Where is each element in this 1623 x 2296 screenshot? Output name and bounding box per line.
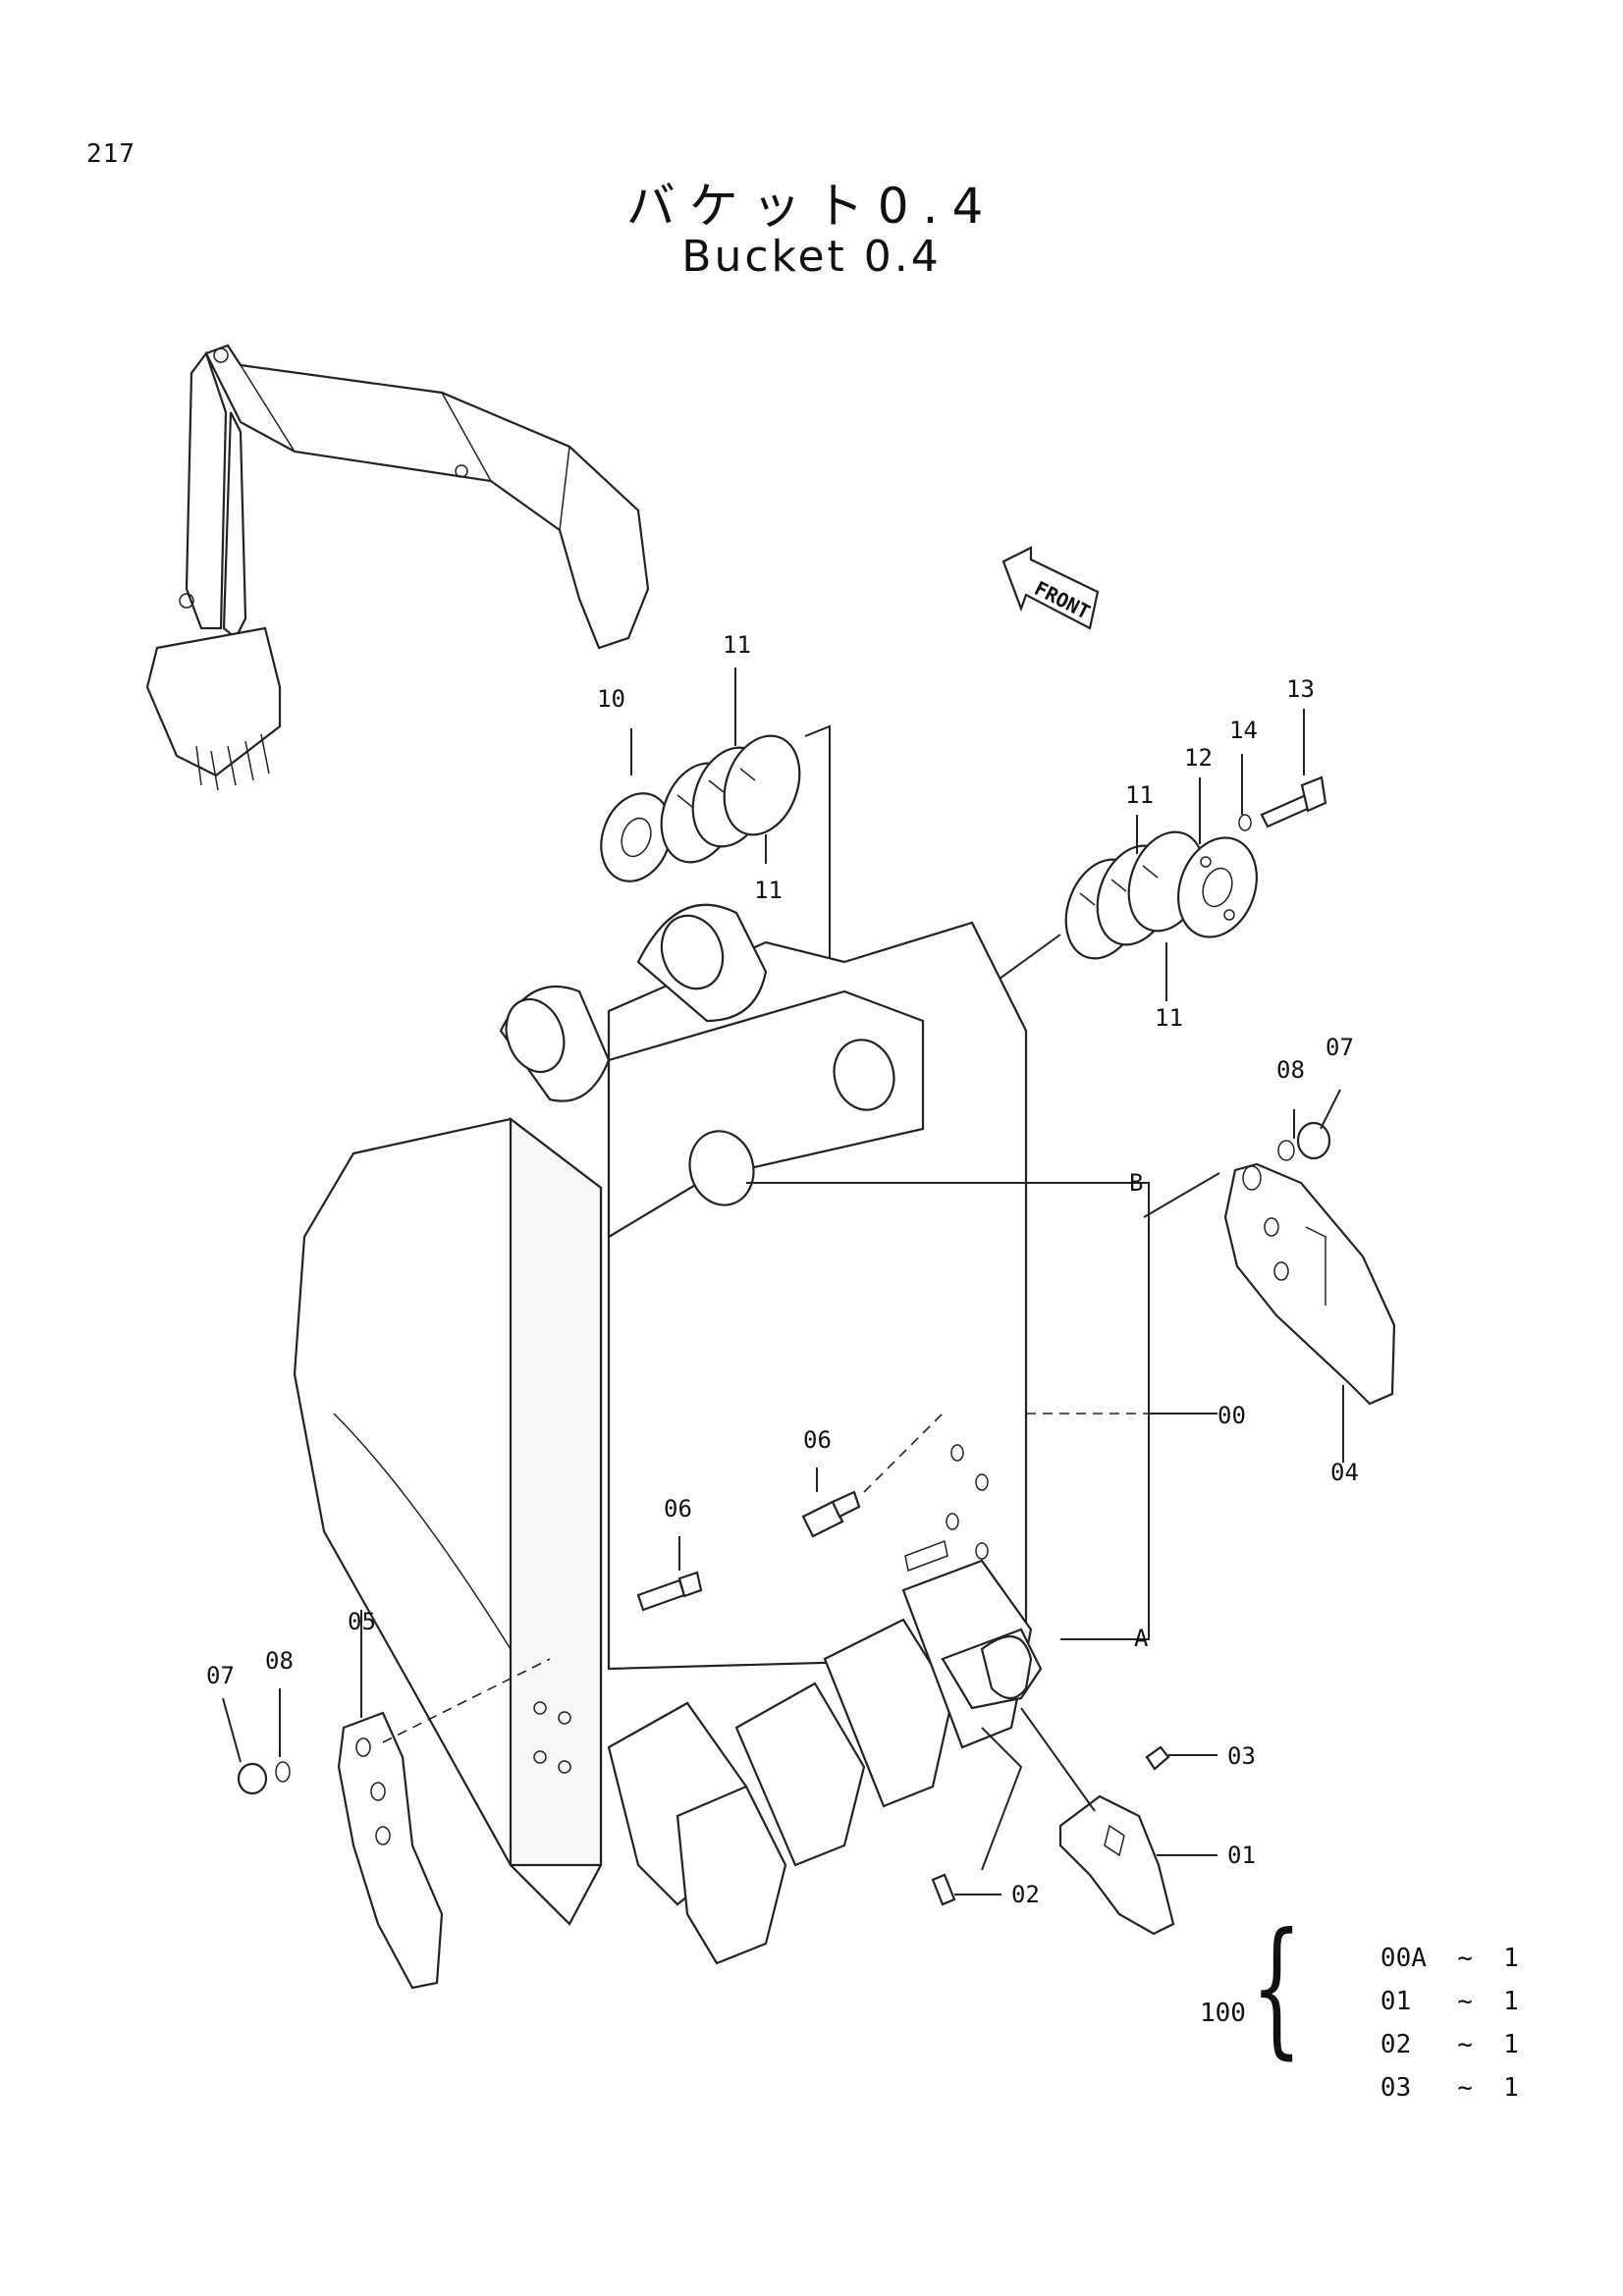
right-pin-assembly	[927, 775, 1327, 1032]
label-11d: 11	[1155, 1004, 1183, 1032]
label-08-right: 08	[1276, 1056, 1305, 1084]
kit-row-qty: 1	[1503, 1987, 1519, 2016]
loose-tooth-and-pins	[931, 1707, 1217, 1936]
label-01: 01	[1227, 1842, 1256, 1869]
kit-row-part: 03	[1380, 2073, 1412, 2103]
bolts-06	[636, 1413, 944, 1612]
kit-brace: {	[1251, 1902, 1303, 2073]
label-12: 12	[1184, 744, 1213, 772]
kit-row-part: 02	[1380, 2030, 1412, 2059]
page-number: 217	[86, 139, 135, 169]
label-02: 02	[1011, 1881, 1040, 1908]
kit-row-qty: 1	[1503, 2073, 1519, 2103]
kit-row-qty: 1	[1503, 2030, 1519, 2059]
label-ref-a: A	[1134, 1625, 1149, 1652]
kit-row-part: 00A	[1380, 1944, 1427, 1973]
label-14: 14	[1229, 717, 1258, 744]
label-06-lower: 06	[664, 1495, 692, 1522]
label-11b: 11	[754, 877, 783, 904]
label-06-upper: 06	[803, 1426, 832, 1454]
kit-row: 03 ~ 1	[1380, 2073, 1519, 2103]
kit-row: 02 ~ 1	[1380, 2030, 1519, 2059]
leader-lines	[222, 667, 1341, 1763]
kit-row: 01 ~ 1	[1380, 1987, 1519, 2016]
label-13: 13	[1286, 675, 1315, 703]
kit-row-part: 01	[1380, 1987, 1412, 2016]
label-10: 10	[597, 685, 625, 713]
bucket-teeth	[607, 1559, 1043, 1965]
title-english: Bucket 0.4	[681, 232, 942, 282]
kit-row-qty: 1	[1503, 1944, 1519, 1973]
side-cutter-right	[1143, 1121, 1396, 1463]
title-japanese: バケット0.4	[625, 178, 998, 235]
label-07-left: 07	[206, 1662, 235, 1689]
label-03: 03	[1227, 1742, 1256, 1770]
label-08-left: 08	[265, 1647, 294, 1675]
front-direction-arrow: FRONT	[1001, 546, 1100, 630]
left-pin-assembly	[600, 724, 839, 1091]
label-11c: 11	[1125, 781, 1154, 809]
side-cutter-left	[237, 1610, 551, 1990]
label-05: 05	[348, 1608, 376, 1635]
label-00: 00	[1217, 1402, 1246, 1429]
kit-number: 100	[1200, 1999, 1246, 2028]
label-07-right: 07	[1325, 1034, 1354, 1061]
label-04: 04	[1330, 1459, 1359, 1486]
label-11a: 11	[723, 631, 751, 659]
label-ref-b: B	[1129, 1169, 1143, 1197]
bucket-body	[293, 903, 1217, 1926]
kit-row: 00A ~ 1	[1380, 1944, 1519, 1973]
excavator-arm-thumbnail	[145, 344, 650, 791]
